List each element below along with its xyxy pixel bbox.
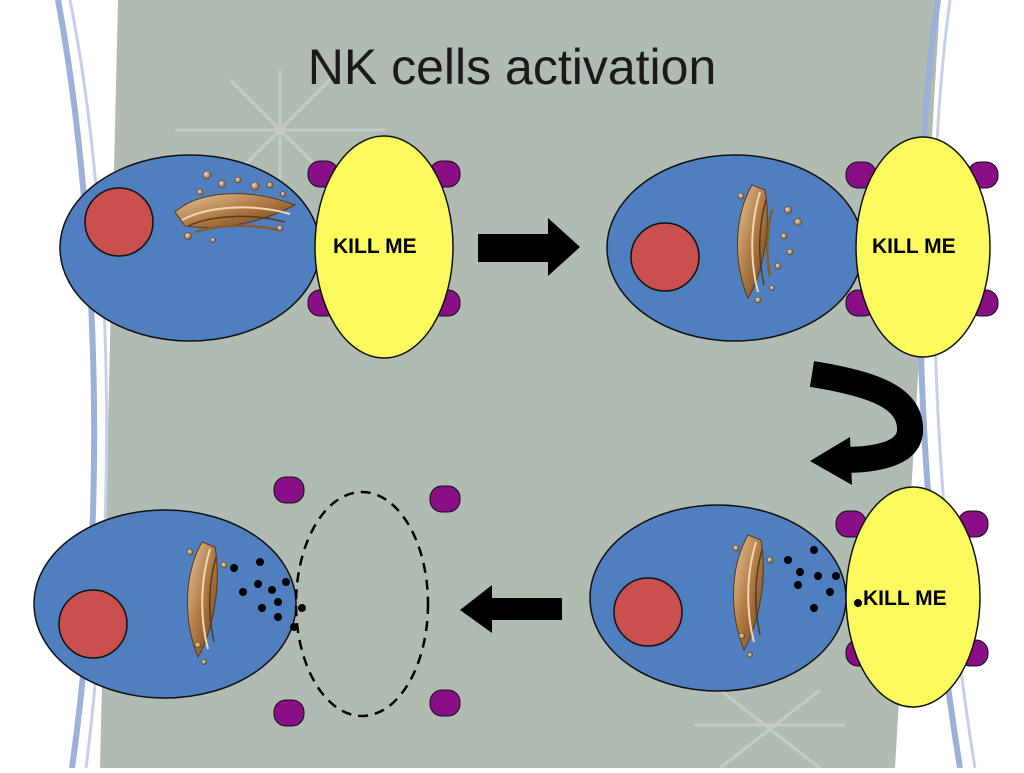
- target-cell-label: KILL ME: [863, 587, 947, 610]
- stage-2: [606, 136, 999, 358]
- target-cell: [307, 135, 461, 359]
- receptor: [273, 699, 305, 727]
- curved-arrow: [809, 361, 923, 485]
- right-arrow: [478, 218, 580, 276]
- stage-4: [33, 476, 461, 727]
- slide-title: NK cells activation: [307, 39, 717, 95]
- lysed-target-cell: [273, 476, 461, 727]
- receptor: [429, 689, 461, 717]
- stage-1: [59, 135, 461, 359]
- target-cell-label: KILL ME: [872, 235, 956, 258]
- nucleus: [84, 187, 154, 257]
- left-arrow: [460, 585, 562, 633]
- golgi-apparatus: [186, 541, 228, 665]
- target-cell: [835, 486, 989, 708]
- dead-cell-outline: [294, 490, 430, 718]
- nucleus: [58, 589, 128, 659]
- target-cell: [845, 136, 999, 358]
- nucleus: [613, 577, 683, 647]
- stage-3: [589, 486, 989, 708]
- golgi-apparatus: [732, 534, 774, 658]
- target-cell-label: KILL ME: [333, 235, 417, 258]
- golgi-apparatus: [736, 184, 802, 304]
- nucleus: [630, 222, 700, 292]
- granules: [230, 558, 306, 631]
- receptor: [429, 485, 461, 513]
- receptor: [273, 476, 305, 504]
- golgi-apparatus: [174, 170, 297, 243]
